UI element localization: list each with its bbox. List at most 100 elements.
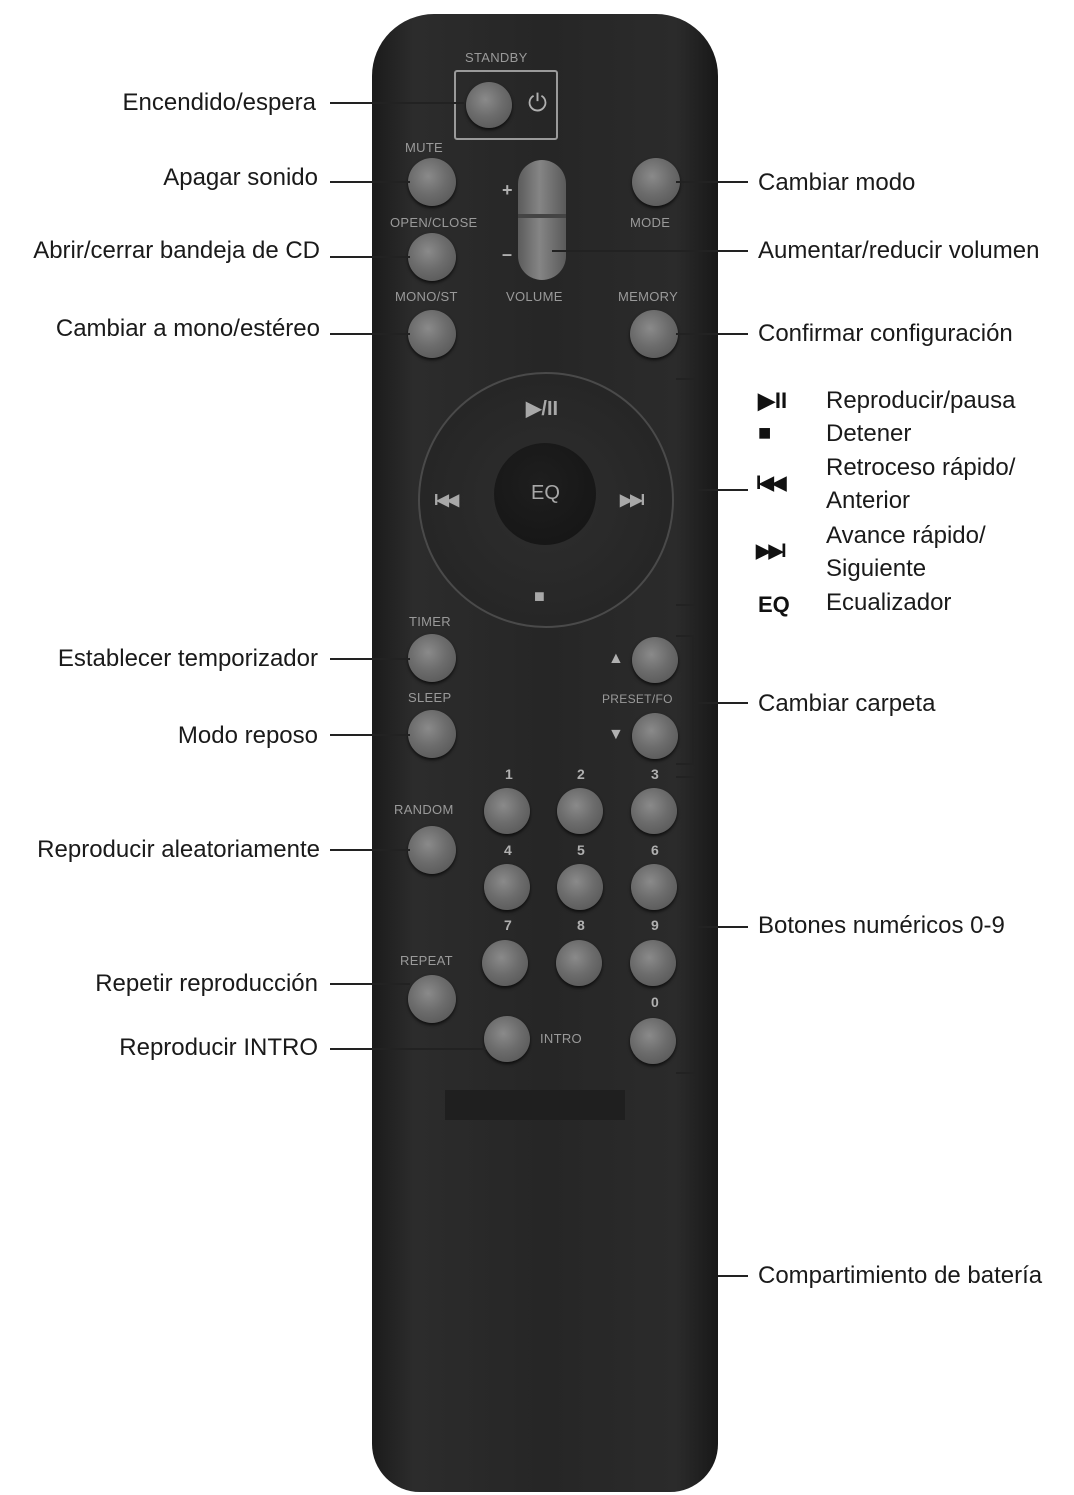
- digit-6-button[interactable]: [631, 864, 677, 910]
- digit-5-button[interactable]: [557, 864, 603, 910]
- standby-label: STANDBY: [465, 50, 528, 65]
- legend-eq-text: Ecualizador: [826, 589, 952, 616]
- leader-random: [330, 849, 410, 851]
- legend-rewind-text: Retroceso rápido/: [826, 454, 1016, 481]
- digit-8-button[interactable]: [556, 940, 602, 986]
- callout-numeric: Botones numéricos 0-9: [758, 912, 1005, 939]
- digit-3-button[interactable]: [631, 788, 677, 834]
- leader-mode: [676, 181, 748, 183]
- legend-play-pause-icon: ▶II: [758, 388, 788, 413]
- repeat-label: REPEAT: [400, 953, 453, 968]
- intro-label: INTRO: [540, 1031, 582, 1046]
- random-label: RANDOM: [394, 802, 454, 817]
- callout-random: Reproducir aleatoriamente: [37, 836, 320, 863]
- digit-7-button[interactable]: [482, 940, 528, 986]
- digit-9-button[interactable]: [630, 940, 676, 986]
- callout-memory: Confirmar configuración: [758, 320, 1013, 347]
- digit-1-label: 1: [505, 766, 513, 782]
- preset-label: PRESET/FO: [602, 692, 673, 706]
- timer-label: TIMER: [409, 614, 451, 629]
- standby-frame: [454, 70, 558, 140]
- digit-4-label: 4: [504, 842, 512, 858]
- memory-label: MEMORY: [618, 289, 679, 304]
- legend-rewind-text-2: Anterior: [826, 487, 911, 514]
- digit-0-button[interactable]: [630, 1018, 676, 1064]
- leader-mono-st: [330, 333, 410, 335]
- legend-eq-icon: EQ: [758, 592, 790, 617]
- callout-timer: Establecer temporizador: [57, 645, 318, 672]
- digit-2-label: 2: [577, 766, 585, 782]
- preset-down-button[interactable]: [632, 713, 678, 759]
- digit-8-label: 8: [577, 917, 585, 933]
- legend-rewind-icon: I◀◀: [756, 473, 786, 494]
- next-icon: ▶▶I: [620, 492, 645, 509]
- nav-bracket: [676, 378, 696, 606]
- digit-0-label: 0: [651, 994, 659, 1010]
- leader-sleep: [330, 734, 410, 736]
- leader-numeric: [694, 926, 748, 928]
- mode-button[interactable]: [632, 158, 680, 206]
- mode-label: MODE: [630, 215, 671, 230]
- legend-forward-icon: ▶▶I: [756, 541, 786, 562]
- leader-battery: [718, 1275, 748, 1277]
- callout-standby: Encendido/espera: [122, 89, 316, 116]
- previous-icon: I◀◀: [434, 492, 459, 509]
- digit-6-label: 6: [651, 842, 659, 858]
- mute-button[interactable]: [408, 158, 456, 206]
- sleep-label: SLEEP: [408, 690, 452, 705]
- digit-1-button[interactable]: [484, 788, 530, 834]
- leader-standby: [330, 102, 464, 104]
- digit-2-button[interactable]: [557, 788, 603, 834]
- open-close-button[interactable]: [408, 233, 456, 281]
- digit-5-label: 5: [577, 842, 585, 858]
- remote-shade: [445, 1090, 625, 1120]
- volume-minus-label: –: [502, 244, 513, 264]
- legend-forward-text-2: Siguiente: [826, 555, 927, 582]
- callout-repeat: Repetir reproducción: [95, 970, 318, 997]
- legend-play-pause-text: Reproducir/pausa: [826, 387, 1016, 414]
- mono-st-label: MONO/ST: [395, 289, 458, 304]
- leader-intro: [330, 1048, 486, 1050]
- up-icon: ▲: [608, 650, 624, 667]
- legend-stop-text: Detener: [826, 420, 912, 447]
- leader-repeat: [330, 983, 410, 985]
- callout-volume: Aumentar/reducir volumen: [758, 237, 1040, 264]
- callout-mono-st: Cambiar a mono/estéreo: [55, 315, 320, 342]
- digit-4-button[interactable]: [484, 864, 530, 910]
- sleep-button[interactable]: [408, 710, 456, 758]
- digit-3-label: 3: [651, 766, 659, 782]
- legend-stop-icon: ■: [758, 420, 772, 445]
- volume-plus-label: +: [502, 180, 513, 200]
- numeric-bracket: [676, 776, 696, 1074]
- callout-mute: Apagar sonido: [163, 164, 318, 191]
- leader-folder: [692, 702, 748, 704]
- callout-folder: Cambiar carpeta: [758, 690, 936, 717]
- intro-button[interactable]: [484, 1016, 530, 1062]
- timer-button[interactable]: [408, 634, 456, 682]
- leader-open-close: [330, 256, 410, 258]
- mute-label: MUTE: [405, 140, 444, 155]
- open-close-label: OPEN/CLOSE: [390, 215, 478, 230]
- callout-open-close: Abrir/cerrar bandeja de CD: [33, 237, 320, 264]
- play-pause-icon: ▶/II: [526, 398, 559, 420]
- eq-button[interactable]: [494, 443, 596, 545]
- folder-bracket: [676, 635, 694, 765]
- power-icon: ⏻: [528, 90, 548, 117]
- digit-7-label: 7: [504, 917, 512, 933]
- preset-up-button[interactable]: [632, 637, 678, 683]
- callout-battery: Compartimiento de batería: [758, 1262, 1043, 1289]
- callout-sleep: Modo reposo: [177, 722, 318, 749]
- leader-volume: [552, 250, 748, 252]
- leader-memory: [676, 333, 748, 335]
- callout-intro: Reproducir INTRO: [119, 1034, 318, 1061]
- leader-nav: [694, 489, 748, 491]
- memory-button[interactable]: [630, 310, 678, 358]
- standby-button[interactable]: [466, 82, 512, 128]
- repeat-button[interactable]: [408, 975, 456, 1023]
- volume-split: [518, 214, 566, 218]
- eq-label: EQ: [531, 482, 560, 504]
- random-button[interactable]: [408, 826, 456, 874]
- mono-st-button[interactable]: [408, 310, 456, 358]
- volume-rocker[interactable]: [518, 160, 566, 280]
